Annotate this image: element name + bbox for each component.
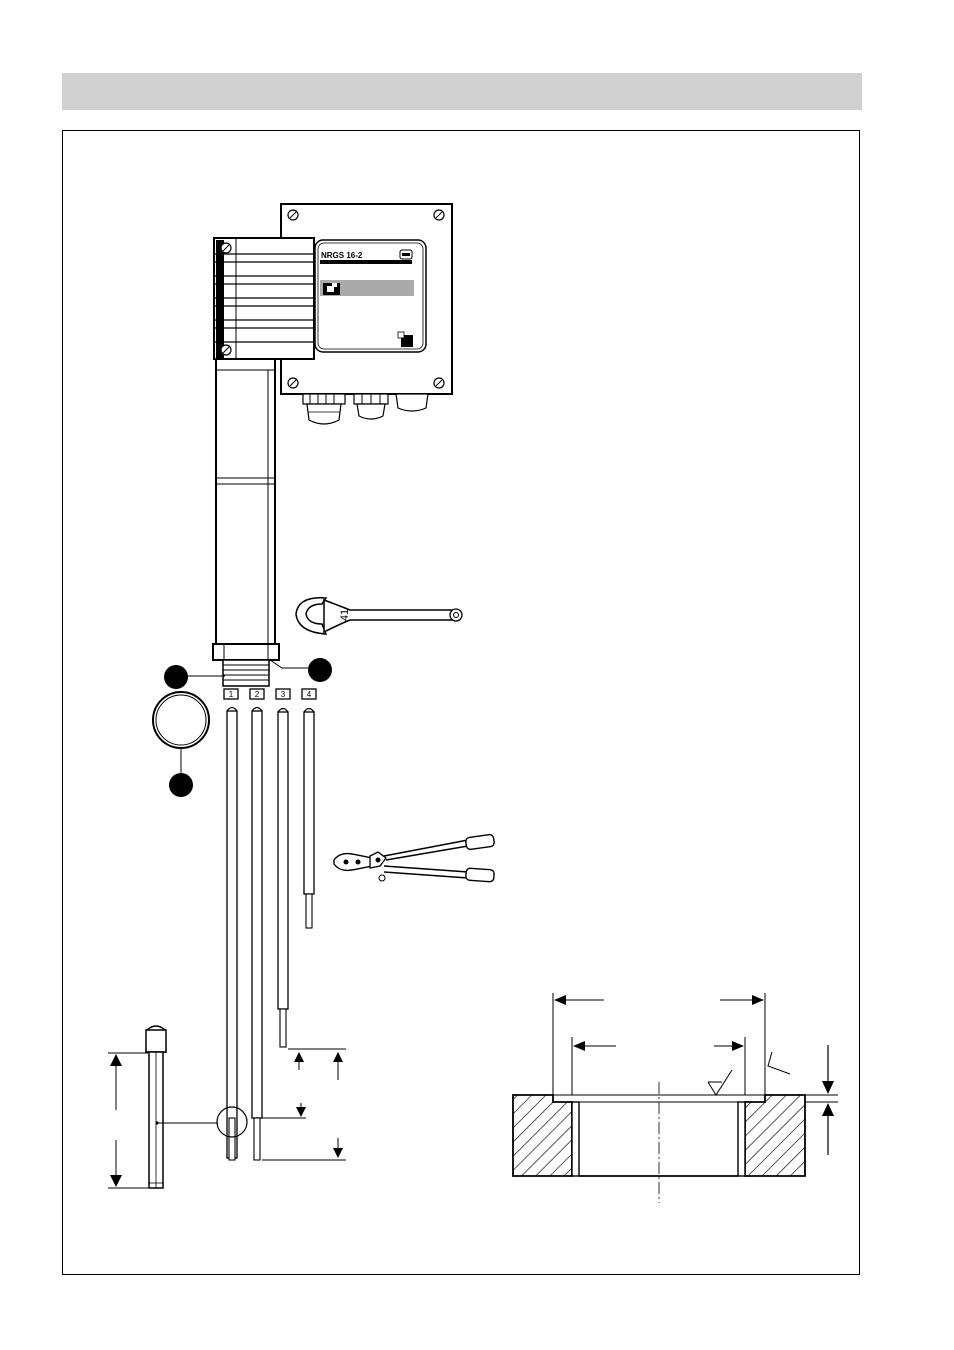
arrow-icon xyxy=(822,1103,834,1155)
sealing-ring xyxy=(153,692,209,775)
electrode-rod-3: 3 xyxy=(276,689,290,1047)
arrow-icon xyxy=(333,1052,343,1080)
arrow-icon xyxy=(554,995,604,1005)
device-model-label: NRGS 16-2 xyxy=(321,251,363,260)
gestra-logo-icon xyxy=(400,250,412,259)
electrode-head xyxy=(214,238,314,360)
arrow-icon xyxy=(573,1041,616,1051)
cable-gland-1 xyxy=(303,394,345,424)
screw-icon xyxy=(288,378,298,388)
electrode-number-2: 2 xyxy=(255,690,260,699)
wrench-size-label: 41 xyxy=(339,609,351,621)
electrode-body xyxy=(213,359,279,686)
mounting-bore-section xyxy=(513,993,838,1203)
arrow-icon xyxy=(714,1041,744,1051)
rod-length-dimensions xyxy=(262,1049,346,1160)
screw-icon xyxy=(434,210,444,220)
electrode-number-4: 4 xyxy=(307,690,312,699)
callout-dot-icon xyxy=(270,658,332,682)
arrow-icon xyxy=(294,1052,304,1070)
plate-bar xyxy=(320,260,412,264)
arrow-icon xyxy=(333,1138,343,1158)
blanking-plug xyxy=(396,394,428,411)
wrench-tool: 41 xyxy=(296,598,462,634)
screw-icon xyxy=(221,243,231,253)
electrode-number-1: 1 xyxy=(229,690,234,699)
callout-dot-icon xyxy=(164,665,225,689)
arrow-icon xyxy=(110,1054,122,1110)
electrode-number-3: 3 xyxy=(281,690,286,699)
electrode-rod-2: 2 xyxy=(250,689,264,1160)
electrode-rod-1: 1 xyxy=(224,689,238,1160)
arrow-icon xyxy=(822,1045,834,1094)
screw-icon xyxy=(221,345,231,355)
plate-symbol-icon xyxy=(323,283,340,295)
arrow-icon xyxy=(110,1140,122,1187)
arrow-icon xyxy=(720,995,764,1005)
bolt-cutter-tool xyxy=(334,834,495,882)
arrow-icon xyxy=(296,1103,306,1117)
screw-icon xyxy=(288,210,298,220)
cable-gland-2 xyxy=(354,394,388,419)
callout-dot-icon xyxy=(169,773,193,797)
electrode-rod-4: 4 xyxy=(302,689,316,928)
screw-icon xyxy=(434,378,444,388)
surface-finish-symbol-icon xyxy=(708,1070,732,1095)
rod-detail xyxy=(108,1026,247,1188)
